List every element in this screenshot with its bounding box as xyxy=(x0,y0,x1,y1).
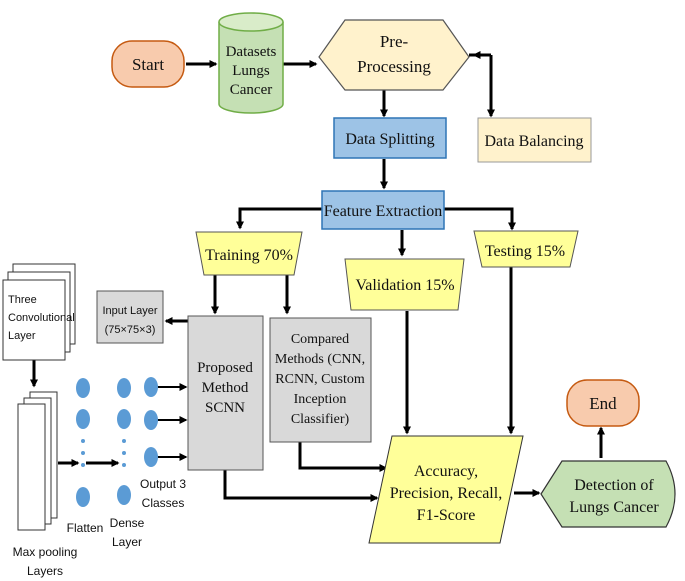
neural-layers: Flatten Dense Layer Output 3 Classes xyxy=(67,377,186,549)
output-label-1: Output 3 xyxy=(140,477,186,491)
three-conv-layer-stack: Three Convolutional Layer xyxy=(2,263,76,361)
detection-label-2: Lungs Cancer xyxy=(569,499,659,516)
connectors xyxy=(30,51,605,502)
proposed-label-2: Method xyxy=(202,380,249,396)
testing-label: Testing 15% xyxy=(485,243,565,260)
preprocessing-label-1: Pre- xyxy=(380,32,409,51)
training-node: Training 70% xyxy=(195,231,303,276)
validation-node: Validation 15% xyxy=(344,258,465,311)
compared-label-4: Inception xyxy=(294,392,347,407)
data-splitting-label: Data Splitting xyxy=(345,131,434,148)
compared-label-2: Methods (CNN, xyxy=(275,352,365,367)
validation-label: Validation 15% xyxy=(355,277,454,294)
arrow-proposed-metrics xyxy=(223,470,379,502)
end-node: End xyxy=(566,379,640,427)
feature-extraction-label: Feature Extraction xyxy=(324,203,443,220)
preprocessing-node: Pre- Processing xyxy=(318,19,470,91)
data-balancing-label: Data Balancing xyxy=(484,133,583,150)
dense-label-1: Dense xyxy=(110,516,145,530)
input-layer-node: Input Layer (75×75×3) xyxy=(96,290,164,344)
compared-label-5: Classifier) xyxy=(291,412,350,427)
start-node: Start xyxy=(111,40,185,88)
output-column xyxy=(144,377,158,467)
training-label: Training 70% xyxy=(205,247,293,264)
datasets-node: Datasets Lungs Cancer xyxy=(218,12,284,114)
three-conv-label-3: Layer xyxy=(8,330,36,342)
input-layer-label-2: (75×75×3) xyxy=(105,324,156,336)
input-layer-label-1: Input Layer xyxy=(102,305,157,317)
compared-methods-node: Compared Methods (CNN, RCNN, Custom Ince… xyxy=(269,317,372,443)
dense-column xyxy=(117,378,131,505)
max-pooling-label-2: Layers xyxy=(27,564,63,578)
detection-node: Detection of Lungs Cancer xyxy=(540,460,676,528)
arrow-feature-training xyxy=(236,207,322,230)
end-label: End xyxy=(589,394,617,413)
datasets-label-1: Datasets xyxy=(226,44,277,60)
feature-extraction-node: Feature Extraction xyxy=(321,190,445,230)
dense-label-2: Layer xyxy=(112,535,142,549)
arrow-feature-testing xyxy=(444,207,516,231)
max-pooling-stack: Max pooling Layers xyxy=(13,391,78,578)
three-conv-label-2: Convolutional xyxy=(8,312,75,324)
flatten-column xyxy=(76,378,90,507)
three-conv-label-1: Three xyxy=(8,294,37,306)
compared-label-3: RCNN, Custom xyxy=(275,372,365,387)
proposed-label-1: Proposed xyxy=(197,360,253,376)
metrics-label-1: Accuracy, xyxy=(414,463,478,480)
metrics-label-2: Precision, Recall, xyxy=(390,485,502,502)
proposed-method-node: Proposed Method SCNN xyxy=(187,315,264,471)
start-label: Start xyxy=(132,55,164,74)
output-label-2: Classes xyxy=(142,496,185,510)
data-splitting-node: Data Splitting xyxy=(333,117,447,159)
testing-node: Testing 15% xyxy=(473,230,579,268)
metrics-node: Accuracy, Precision, Recall, F1-Score xyxy=(368,435,524,544)
datasets-label-2: Lungs xyxy=(232,63,270,79)
data-balancing-node: Data Balancing xyxy=(477,117,592,163)
flatten-label: Flatten xyxy=(67,521,104,535)
max-pooling-label-1: Max pooling xyxy=(13,545,78,559)
preprocessing-label-2: Processing xyxy=(357,57,431,76)
output-arrows xyxy=(156,383,188,461)
datasets-label-3: Cancer xyxy=(230,82,272,98)
compared-label-1: Compared xyxy=(291,332,349,347)
proposed-label-3: SCNN xyxy=(205,400,245,416)
metrics-label-3: F1-Score xyxy=(417,507,476,524)
arrow-compared-metrics xyxy=(298,442,388,472)
detection-label-1: Detection of xyxy=(574,477,654,494)
